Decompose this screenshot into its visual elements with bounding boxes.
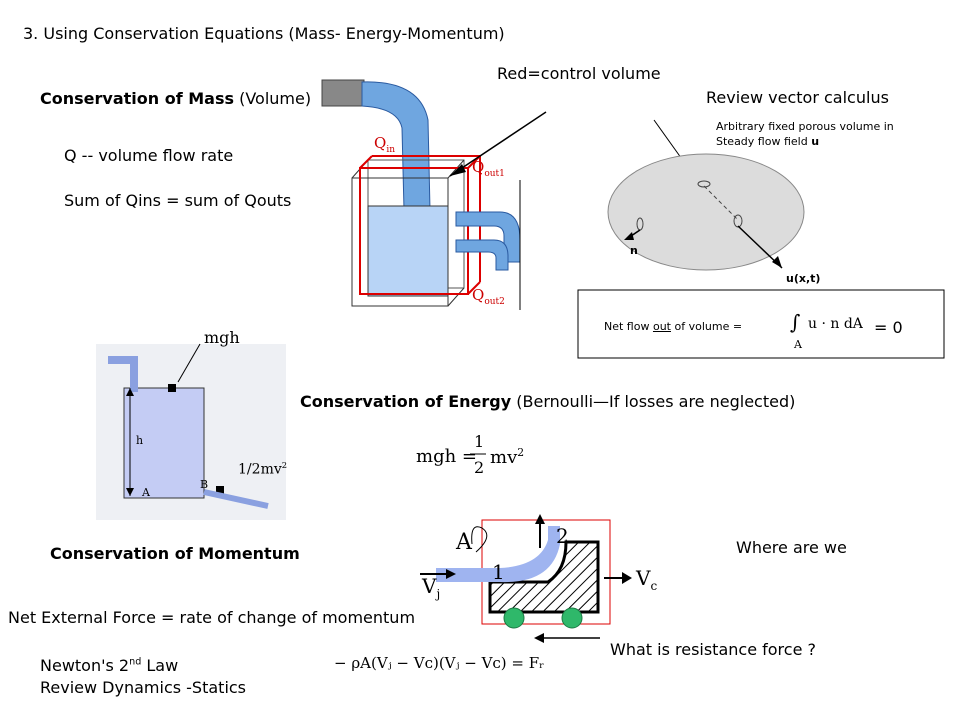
energy-eq-den: 2 [474, 458, 485, 477]
net-flow-text: Net flow out of volume = [604, 320, 743, 333]
net-force-statement: Net External Force = rate of change of m… [8, 608, 416, 627]
slide-title: 3. Using Conservation Equations (Mass- E… [23, 24, 505, 43]
integral-sign: ∫ [790, 310, 801, 334]
cart-wheel-left [503, 607, 525, 629]
normal-n-label: n [630, 244, 638, 257]
half-mv2-label: 1/2mv2 [238, 460, 288, 478]
cart-label-2: 2 [556, 524, 569, 548]
h-label: h [136, 434, 144, 447]
q-in-label: Qin [374, 134, 395, 155]
cart-wheel-right [561, 607, 583, 629]
review-dynamics: Review Dynamics -Statics [40, 678, 247, 697]
control-volume-ellipse [607, 153, 805, 271]
equals-zero: = 0 [874, 318, 903, 337]
sum-rule: Sum of Qins = sum of Qouts [64, 191, 292, 210]
control-volume [359, 167, 469, 295]
cart-label-a: A [456, 530, 472, 555]
vector-note-line1: Arbitrary fixed porous volume in [716, 120, 894, 133]
energy-heading: Conservation of Energy [300, 392, 512, 411]
mgh-label: mgh [204, 328, 240, 347]
b-point-label: B [200, 478, 209, 491]
velocity-u-label: u(x,t) [786, 272, 821, 285]
tank-water [367, 205, 449, 297]
energy-eq-num: 1 [474, 432, 485, 451]
energy-heading-suffix: (Bernoulli—If losses are neglected) [516, 392, 796, 411]
vj-label: Vj [422, 574, 441, 601]
mass-heading-block: Conservation of Mass (Volume) [40, 89, 311, 108]
q-out1-label: Qout1 [472, 158, 505, 179]
q-definition: Q -- volume flow rate [64, 146, 234, 165]
mass-heading: Conservation of Mass [40, 89, 234, 108]
resistance-question: What is resistance force ? [610, 640, 816, 659]
vc-label: Vc [636, 566, 658, 593]
newton-law: Newton's 2nd Law [40, 656, 179, 675]
q-out2-label: Qout2 [472, 286, 505, 307]
energy-tank [123, 387, 205, 499]
a-point-label: A [142, 486, 150, 499]
integral-lower: A [794, 338, 802, 351]
momentum-equation: − ρA(Vⱼ − Vᴄ)(Vⱼ − Vᴄ) = Fᵣ [334, 654, 545, 672]
pointer-line [653, 119, 685, 163]
momentum-heading: Conservation of Momentum [50, 544, 300, 563]
cart-body [488, 540, 600, 614]
energy-eq-rhs: mv2 [490, 446, 525, 468]
energy-heading-block: Conservation of Energy (Bernoulli—If los… [300, 392, 795, 411]
vector-note-line2: Steady flow field u [716, 135, 820, 148]
integral-expression: u · n dA [808, 316, 863, 332]
red-control-volume-note: Red=control volume [497, 64, 661, 83]
where-are-we: Where are we [736, 538, 847, 557]
cart-label-1: 1 [492, 560, 505, 584]
vector-heading: Review vector calculus [706, 88, 889, 107]
energy-eq-lhs: mgh = [416, 446, 477, 467]
mass-heading-suffix: (Volume) [239, 89, 312, 108]
net-flow-box [577, 289, 945, 359]
arrow-to-control-volume [449, 111, 547, 177]
outflow-hose-2 [455, 239, 509, 271]
jet-stream [436, 526, 560, 583]
